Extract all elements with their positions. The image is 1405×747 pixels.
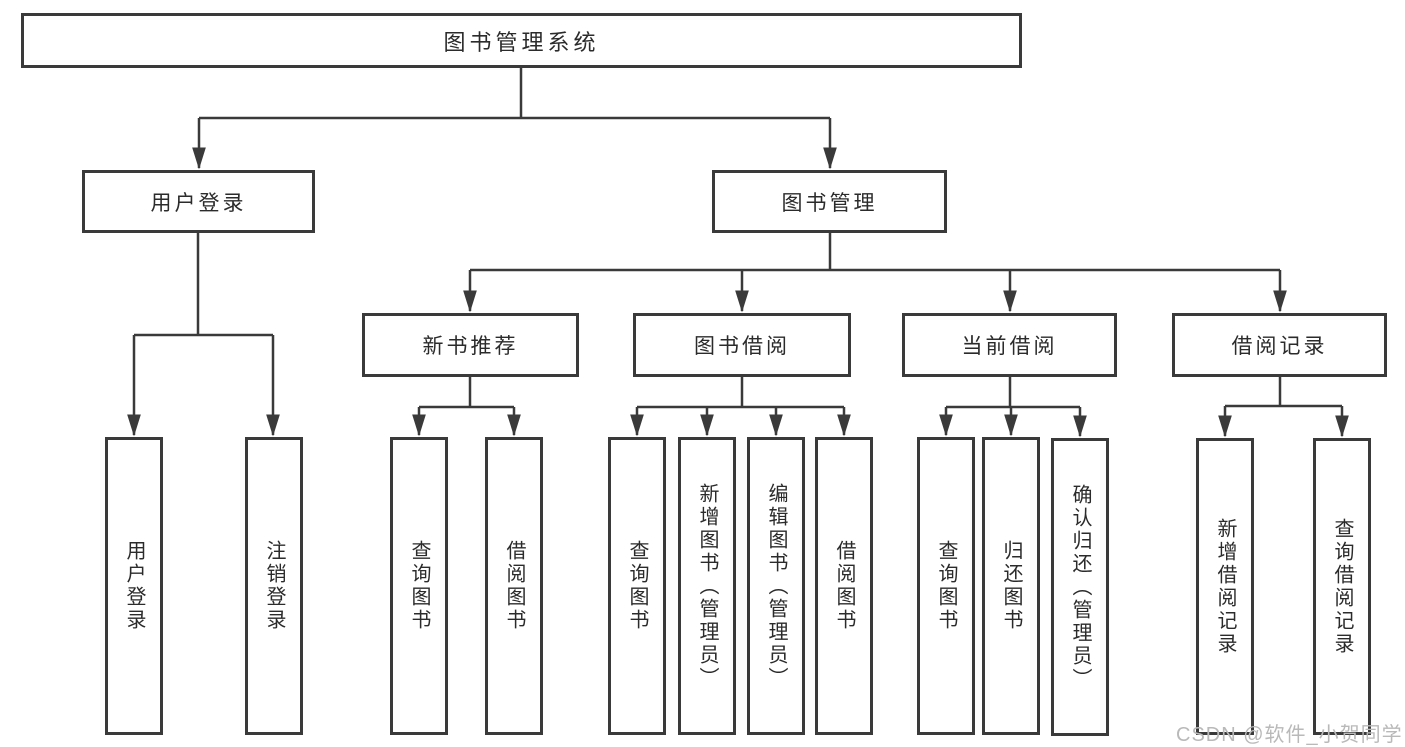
node-book-borrow-label: 图书借阅 <box>694 335 790 358</box>
leaf-user-login-label: 用户登录 <box>123 540 145 632</box>
node-book-management: 图书管理 <box>712 170 947 233</box>
leaf-return-book-label: 归还图书 <box>1000 540 1022 632</box>
node-user-login-label: 用户登录 <box>150 191 247 215</box>
leaf-edit-book-admin: 编辑图书（管理员） <box>747 437 805 735</box>
leaf-user-login: 用户登录 <box>105 437 163 735</box>
node-book-management-label: 图书管理 <box>781 191 878 215</box>
leaf-logout-label: 注销登录 <box>263 540 285 632</box>
leaf-borrow-books: 借阅图书 <box>815 437 873 735</box>
leaf-query-books-recommend-label: 查询图书 <box>408 540 430 632</box>
leaf-return-book: 归还图书 <box>982 437 1040 735</box>
node-new-book-recommend: 新书推荐 <box>362 313 579 377</box>
leaf-query-books-current-label: 查询图书 <box>935 540 957 632</box>
node-current-borrow-label: 当前借阅 <box>961 335 1058 358</box>
leaf-add-borrow-record-label: 新增借阅记录 <box>1214 517 1236 656</box>
node-borrow-records-label: 借阅记录 <box>1231 335 1328 358</box>
node-book-borrow: 图书借阅 <box>633 313 851 377</box>
node-borrow-records: 借阅记录 <box>1172 313 1387 377</box>
csdn-watermark: CSDN @软件_小贺同学 <box>1176 724 1403 746</box>
leaf-add-book-admin-label: 新增图书（管理员） <box>696 482 718 690</box>
leaf-borrow-books-recommend-label: 借阅图书 <box>503 540 525 632</box>
leaf-query-borrow-record-label: 查询借阅记录 <box>1331 517 1353 656</box>
leaf-query-books-borrow: 查询图书 <box>608 437 666 735</box>
leaf-borrow-books-label: 借阅图书 <box>833 540 855 632</box>
leaf-confirm-return-admin: 确认归还（管理员） <box>1051 438 1109 736</box>
leaf-add-borrow-record: 新增借阅记录 <box>1196 438 1254 735</box>
leaf-confirm-return-admin-label: 确认归还（管理员） <box>1069 483 1091 691</box>
leaf-query-borrow-record: 查询借阅记录 <box>1313 438 1371 735</box>
node-new-book-recommend-label: 新书推荐 <box>422 335 519 358</box>
leaf-logout: 注销登录 <box>245 437 303 735</box>
node-current-borrow: 当前借阅 <box>902 313 1117 377</box>
leaf-borrow-books-recommend: 借阅图书 <box>485 437 543 735</box>
leaf-query-books-recommend: 查询图书 <box>390 437 448 735</box>
leaf-query-books-current: 查询图书 <box>917 437 975 735</box>
node-user-login: 用户登录 <box>82 170 315 233</box>
node-library-system: 图书管理系统 <box>21 13 1022 68</box>
leaf-query-books-borrow-label: 查询图书 <box>626 540 648 632</box>
leaf-edit-book-admin-label: 编辑图书（管理员） <box>765 482 787 690</box>
node-library-system-label: 图书管理系统 <box>443 29 600 55</box>
leaf-add-book-admin: 新增图书（管理员） <box>678 437 736 735</box>
